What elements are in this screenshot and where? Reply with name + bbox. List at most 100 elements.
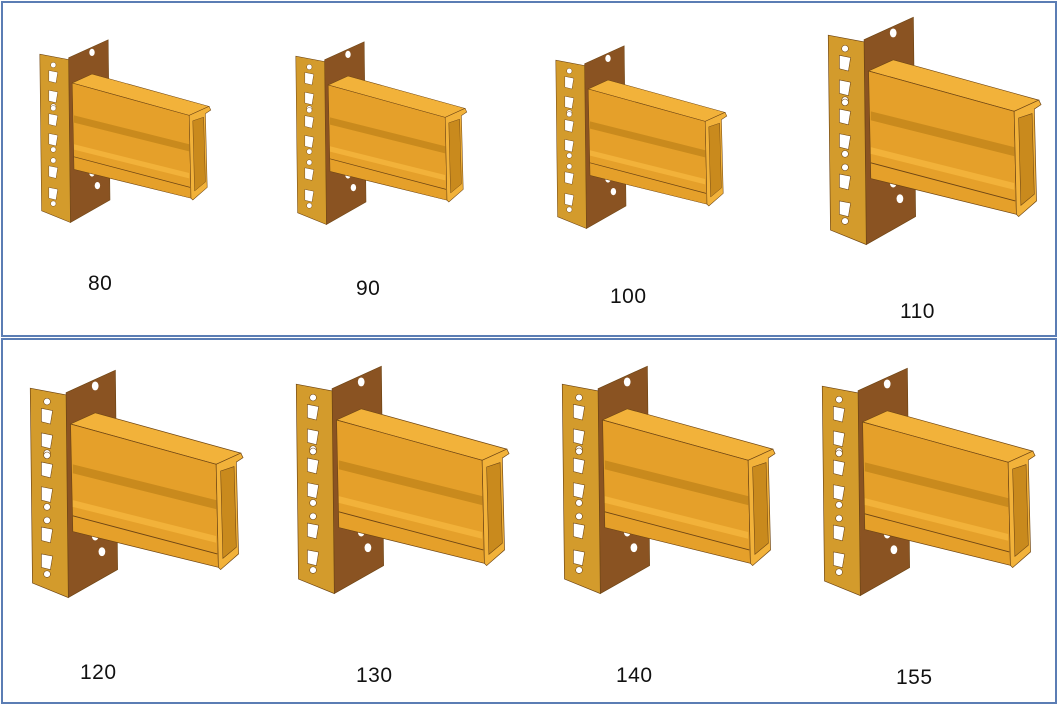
- upright-round-hole: [566, 163, 573, 170]
- upright-round-hole: [835, 568, 843, 576]
- upright-slot-hole: [564, 139, 575, 153]
- side-plate-hole: [623, 377, 631, 387]
- beam-step-groove: [330, 117, 446, 154]
- beam-connector-illustration: [821, 367, 1036, 597]
- beam-hollow-section: [1018, 113, 1035, 206]
- upright-slot-hole: [833, 524, 845, 542]
- upright-slot-hole: [48, 165, 59, 179]
- upright-slot-hole: [41, 407, 53, 425]
- upright-round-hole: [43, 516, 51, 524]
- beam-connector-illustration: [827, 16, 1042, 246]
- upright-slot-hole: [48, 70, 59, 84]
- upright-slot-hole: [304, 189, 315, 203]
- upright-round-hole: [50, 157, 57, 164]
- upright-round-hole: [306, 159, 313, 166]
- side-plate-hole: [350, 184, 357, 192]
- beam-hollow-section: [708, 122, 722, 198]
- upright-slot-hole: [833, 459, 845, 477]
- upright-slot-hole: [48, 187, 59, 201]
- upright-slot-hole: [304, 115, 315, 129]
- upright-slot-hole: [833, 405, 845, 423]
- upright-round-hole: [306, 107, 313, 114]
- beam-connector-illustration: [555, 45, 728, 229]
- side-plate-hole: [896, 194, 904, 204]
- upright-slot-hole: [833, 484, 845, 501]
- upright-round-hole: [835, 395, 843, 404]
- side-plate-hole: [630, 543, 638, 553]
- upright-slot-hole: [41, 553, 53, 570]
- upright-slot-hole: [41, 461, 53, 479]
- beam-connector-illustration: [295, 41, 468, 225]
- beam-step-groove: [338, 460, 483, 506]
- beam-step-ridge: [330, 146, 446, 181]
- upright-slot-hole: [839, 79, 851, 96]
- beam-size-label: 130: [356, 664, 393, 687]
- upright-slot-hole: [573, 522, 585, 540]
- upright-round-hole: [309, 512, 317, 520]
- beam-step-groove: [864, 462, 1009, 508]
- upright-round-hole: [309, 393, 317, 402]
- upright-round-hole: [841, 44, 849, 53]
- beam-connector-illustration: [39, 39, 212, 223]
- beam-edge-line: [72, 515, 218, 555]
- side-plate-hole: [890, 545, 898, 555]
- upright-slot-hole: [48, 133, 59, 147]
- upright-round-hole: [309, 447, 317, 456]
- beam-step-groove: [72, 464, 217, 510]
- upright-slot-hole: [839, 54, 851, 72]
- beam-step-ridge: [870, 147, 1015, 190]
- side-plate-hole: [98, 547, 106, 557]
- upright-round-hole: [309, 499, 317, 507]
- beam-connector-illustration: [29, 369, 244, 599]
- upright-slot-hole: [307, 522, 319, 540]
- beam-step-ridge: [338, 496, 483, 539]
- upright-slot-hole: [304, 72, 315, 86]
- upright-slot-hole: [833, 551, 845, 568]
- beam-step-ridge: [590, 150, 706, 185]
- beam-size-label: 110: [900, 300, 935, 323]
- beam-edge-line: [604, 511, 750, 551]
- upright-slot-hole: [839, 108, 851, 126]
- beam-size-label: 90: [356, 277, 381, 300]
- side-plate-hole: [610, 188, 617, 196]
- upright-slot-hole: [573, 428, 585, 445]
- beam-step-ridge: [864, 498, 1009, 541]
- upright-slot-hole: [564, 95, 575, 110]
- beam-step-ridge: [604, 496, 749, 539]
- upright-slot-hole: [564, 193, 575, 207]
- beam-edge-line: [338, 511, 484, 551]
- beam-step-groove: [74, 115, 190, 152]
- upright-slot-hole: [564, 119, 575, 133]
- beam-edge-line: [589, 162, 707, 194]
- upright-slot-hole: [573, 403, 585, 421]
- upright-round-hole: [566, 206, 573, 213]
- upright-slot-hole: [564, 171, 575, 185]
- upright-round-hole: [309, 566, 317, 574]
- upright-slot-hole: [304, 135, 315, 149]
- beam-connector-illustration: [295, 365, 510, 595]
- upright-round-hole: [43, 503, 51, 511]
- side-plate-hole: [883, 379, 891, 389]
- side-plate-hole: [889, 28, 897, 38]
- upright-slot-hole: [41, 526, 53, 544]
- beam-step-groove: [590, 121, 706, 158]
- upright-round-hole: [841, 163, 849, 171]
- upright-round-hole: [575, 393, 583, 402]
- side-plate-hole: [94, 182, 101, 190]
- upright-slot-hole: [48, 113, 59, 127]
- upright-slot-hole: [839, 200, 851, 217]
- upright-slot-hole: [573, 549, 585, 566]
- beam-hollow-section: [448, 118, 462, 194]
- beam-size-label: 140: [616, 664, 653, 687]
- upright-slot-hole: [304, 167, 315, 181]
- beam-step-groove: [870, 111, 1015, 157]
- side-plate-hole: [605, 54, 611, 62]
- upright-round-hole: [50, 200, 57, 207]
- upright-round-hole: [306, 148, 313, 155]
- side-plate-hole: [91, 381, 99, 391]
- upright-round-hole: [835, 501, 843, 509]
- upright-round-hole: [575, 499, 583, 507]
- upright-round-hole: [50, 146, 57, 153]
- upright-slot-hole: [307, 457, 319, 475]
- upright-round-hole: [835, 449, 843, 458]
